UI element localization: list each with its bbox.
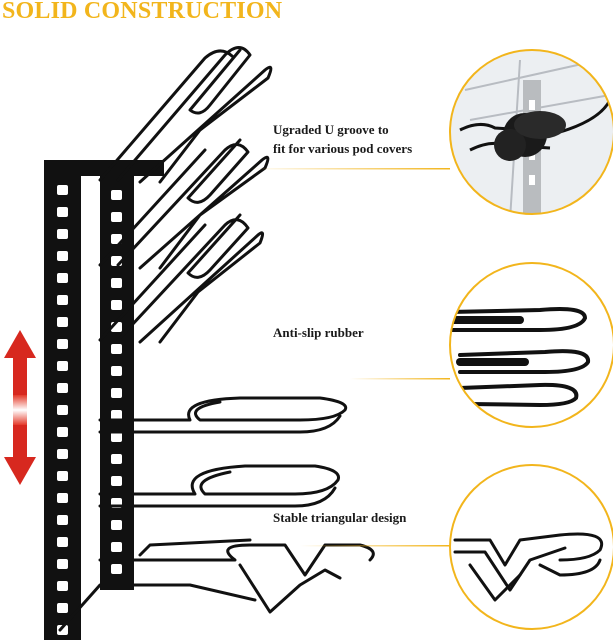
- rack-slot: [57, 207, 68, 217]
- rack-slot: [57, 625, 68, 635]
- rack-slot: [57, 383, 68, 393]
- zoom-circle-triangular: [449, 464, 613, 630]
- rack-slot: [57, 185, 68, 195]
- rack-slot: [111, 542, 122, 552]
- callout-triangular: Stable triangular design: [273, 510, 407, 525]
- callout-u-groove-line2: fit for various pod covers: [273, 141, 413, 156]
- rack-slot: [57, 229, 68, 239]
- rack-slot: [111, 410, 122, 420]
- rack-slot: [111, 564, 122, 574]
- rack-slot: [111, 344, 122, 354]
- rack-slot: [111, 366, 122, 376]
- rack-slot: [57, 537, 68, 547]
- rack-slot: [57, 273, 68, 283]
- callout-anti-slip: Anti-slip rubber: [273, 325, 364, 340]
- rack-wire-shelves: [58, 46, 375, 632]
- rack-slot: [111, 278, 122, 288]
- rack-slot: [111, 476, 122, 486]
- rack-slot: [57, 339, 68, 349]
- rack-slot: [111, 190, 122, 200]
- rack-slot: [57, 361, 68, 371]
- rack-slot: [57, 427, 68, 437]
- callout-lines: [250, 168, 450, 547]
- rack-slot: [57, 603, 68, 613]
- rack-slot: [57, 515, 68, 525]
- up-down-arrow-icon: [4, 330, 36, 485]
- rack-slot: [57, 471, 68, 481]
- callout-u-groove: Ugraded U groove to fit for various pod …: [273, 120, 412, 158]
- page-title: SOLID CONSTRUCTION: [2, 0, 283, 24]
- rack-slot: [111, 454, 122, 464]
- zoom-circle-anti-slip: [449, 262, 613, 428]
- rack-slot: [111, 300, 122, 310]
- rack-slot: [111, 388, 122, 398]
- rack-slot: [111, 432, 122, 442]
- rack-slot: [57, 295, 68, 305]
- rack-slot: [57, 559, 68, 569]
- callout-u-groove-line1: Ugraded U groove to: [273, 122, 389, 137]
- rack-slot: [57, 581, 68, 591]
- rack-frame: [44, 160, 164, 640]
- rack-slot: [57, 251, 68, 261]
- rack-slot: [57, 449, 68, 459]
- rack-slot: [57, 317, 68, 327]
- rack-slot: [111, 234, 122, 244]
- rack-slot: [57, 405, 68, 415]
- rack-slot: [111, 520, 122, 530]
- rack-slot: [111, 212, 122, 222]
- rack-slot: [57, 493, 68, 503]
- zoom-circle-u-groove: [449, 49, 613, 215]
